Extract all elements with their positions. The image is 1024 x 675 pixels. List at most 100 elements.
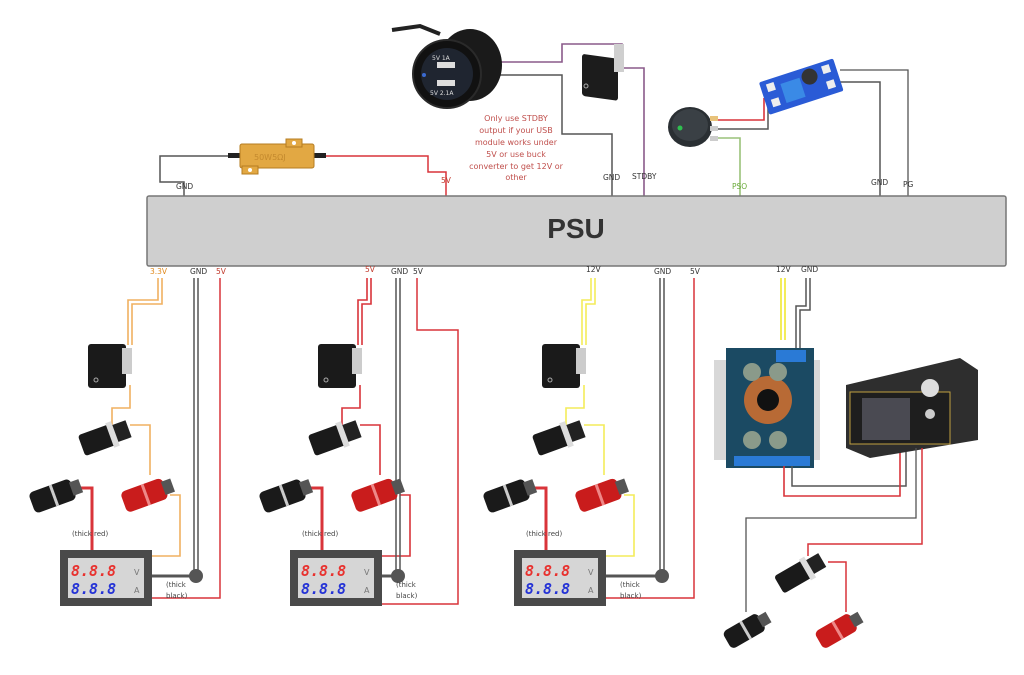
amp-unit: A [134, 586, 140, 595]
wire-buck-to-ctrl-red [783, 452, 901, 497]
pso-round-switch[interactable] [668, 107, 718, 147]
led-icon [677, 125, 683, 131]
pin-label-5v-top: 5V [441, 176, 452, 185]
thick-black-label: (thick [166, 581, 187, 589]
power-symbol-icon [323, 377, 329, 383]
boost-converter-module [759, 58, 844, 115]
output-group-wires [80, 278, 695, 605]
gnd-junction [391, 569, 405, 583]
wire-switch-to-fuse [565, 385, 585, 425]
wire-resistor-gnd [159, 155, 236, 196]
binding-post-red [351, 478, 405, 512]
binding-post-black [259, 479, 314, 513]
wire-buck-12v [780, 278, 786, 340]
pin-label-g1-gnd: GND [190, 267, 207, 276]
wire-5v-return [150, 278, 221, 599]
wire-ctrl-out-red [807, 448, 923, 556]
usb-charger-module: 5V 1A 5V 2.1A [391, 23, 502, 109]
fuse-holder [532, 420, 586, 456]
wire-switch-to-fuse [111, 385, 131, 425]
pin-label-g3-12v: 12V [586, 265, 602, 274]
binding-post-red [575, 478, 629, 512]
wire-fuse-to-post [360, 424, 381, 475]
svg-text:Only use STDBY: Only use STDBY [484, 114, 548, 123]
volt-amp-meter: 8.8.88.8.8VA [514, 550, 606, 606]
wire-supply [357, 278, 372, 345]
wire-boost-pg [840, 69, 909, 196]
pin-label-pg: PG [903, 180, 914, 189]
fuse-holder [308, 420, 362, 456]
pin-label-gnd-usb: GND [603, 173, 620, 182]
thick-black-label: black) [396, 592, 418, 600]
adjust-knob[interactable] [921, 379, 939, 397]
wire-ctrl-out-gray [745, 448, 917, 612]
rocker-switch[interactable] [88, 344, 132, 388]
pin-label-g3-gnd: GND [654, 267, 671, 276]
svg-text:converter to get 12V or: converter to get 12V or [469, 162, 564, 171]
amp-unit: A [364, 586, 370, 595]
volt-unit: V [364, 568, 370, 577]
group-3-wires [534, 278, 695, 599]
volt-amp-meter: 8.8.88.8.8VA [60, 550, 152, 606]
thick-black-label: black) [620, 592, 642, 600]
wire-thick-red [310, 486, 324, 552]
pin-label-g4-gnd: GND [801, 265, 818, 274]
gnd-junction [655, 569, 669, 583]
binding-post-black [483, 479, 538, 513]
wire-switch-to-fuse [341, 385, 361, 425]
pin-label-g2-5v: 5V [365, 265, 376, 274]
resistor-label: 50W5ΩJ [254, 153, 286, 162]
fuse-holder-right [775, 553, 827, 593]
fuse-holder [78, 420, 132, 456]
wire-thick-red [534, 486, 548, 552]
amp-unit: A [588, 586, 594, 595]
dc-power-controller[interactable] [846, 358, 978, 458]
volt-display: 8.8.8 [525, 562, 570, 580]
stdby-rocker-switch[interactable] [582, 44, 624, 101]
wire-post-to-meter [604, 494, 635, 557]
wire-fuse-to-post [584, 424, 605, 475]
wire-usb-gnd [500, 74, 613, 196]
svg-text:output if your USB: output if your USB [479, 126, 552, 135]
rocker-switch[interactable] [542, 344, 586, 388]
wire-pso-green [716, 137, 741, 196]
volt-display: 8.8.8 [71, 562, 116, 580]
wire-5v-return [604, 278, 695, 599]
pin-label-g4-12v: 12V [776, 265, 792, 274]
wire-supply [581, 278, 596, 345]
output-groups: (thick red)(thickblack)8.8.88.8.8VA(thic… [29, 344, 642, 606]
wire-switch-stdby [624, 67, 645, 196]
wire-buck-to-ctrl-gray [791, 452, 907, 487]
binding-post-black-right [723, 611, 772, 648]
wire-gnd [395, 278, 401, 576]
power-symbol-icon [547, 377, 553, 383]
amp-display: 8.8.8 [525, 580, 570, 598]
pin-label-pso: PSO [732, 182, 747, 191]
volt-amp-meter: 8.8.88.8.8VA [290, 550, 382, 606]
psu-label: PSU [547, 213, 605, 244]
wire-pso-red [716, 98, 765, 121]
wire-gnd [193, 278, 199, 576]
thick-red-label: (thick red) [526, 530, 562, 538]
binding-post-black [29, 479, 84, 513]
rocker-switch[interactable] [318, 344, 362, 388]
wire-supply [127, 278, 163, 345]
psu-block [146, 195, 1007, 267]
power-symbol-icon [93, 377, 99, 383]
thick-red-label: (thick red) [302, 530, 338, 538]
pin-label-g1-5v: 5V [216, 267, 227, 276]
buck-converter-module [714, 348, 820, 468]
gnd-junction [189, 569, 203, 583]
svg-text:module works under: module works under [475, 138, 558, 147]
wire-buck-gnd [795, 278, 811, 348]
svg-text:5V or use buck: 5V or use buck [486, 150, 546, 159]
wire-gnd [659, 278, 665, 576]
controller-button[interactable] [925, 409, 935, 419]
svg-text:other: other [505, 173, 527, 182]
wire-boost-gnd [840, 81, 881, 196]
volt-display: 8.8.8 [301, 562, 346, 580]
